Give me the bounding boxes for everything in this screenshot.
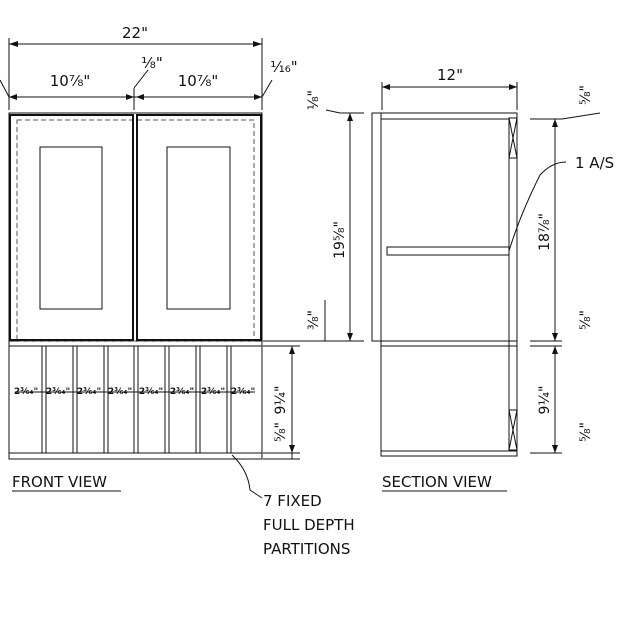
shelf-note: 1 A/S bbox=[508, 154, 614, 252]
lower-height-label: 9¹⁄₄" bbox=[273, 386, 289, 415]
right-door-width-label: 10⁷⁄₈" bbox=[178, 72, 219, 90]
bottom-rail-label: ⁵⁄₈" bbox=[273, 422, 289, 442]
partition-spacing-labels: 2³⁄₆₄" 2³⁄₆₄" 2³⁄₆₄" 2³⁄₆₄" 2³⁄₆₄" 2³⁄₆₄… bbox=[14, 387, 255, 397]
front-view-cabinet bbox=[8, 112, 263, 460]
front-view-title: FRONT VIEW bbox=[12, 473, 107, 491]
section-depth-label: 12" bbox=[437, 66, 463, 84]
shelf-note-label: 1 A/S bbox=[575, 154, 614, 172]
spacing-label-7: 2³⁄₆₄" bbox=[201, 387, 225, 397]
partition-note-line-1: 7 FIXED bbox=[263, 492, 322, 510]
left-door bbox=[9, 114, 134, 341]
top-gap-label: ¹⁄₈" bbox=[306, 90, 322, 110]
section-depth-dimension: 12" bbox=[381, 66, 518, 110]
right-door bbox=[136, 114, 262, 341]
section-middle-thickness-label: ⁵⁄₈" bbox=[578, 310, 594, 330]
center-gap-label: ¹⁄₈" bbox=[141, 54, 162, 72]
section-view-cabinet bbox=[371, 112, 518, 457]
front-overall-width-dimension: 22" bbox=[8, 24, 263, 110]
partition-note-line-3: PARTITIONS bbox=[263, 540, 350, 558]
door-bottom-gap-label: ³⁄₈" bbox=[306, 310, 322, 330]
overall-width-label: 22" bbox=[122, 24, 148, 42]
spacing-label-4: 2³⁄₆₄" bbox=[108, 387, 132, 397]
door-height-label: 19⁵⁄₈" bbox=[332, 221, 348, 259]
spacing-label-8: 2³⁄₆₄" bbox=[231, 387, 255, 397]
section-bottom-thickness-label: ⁵⁄₈" bbox=[578, 422, 594, 442]
spacing-label-2: 2³⁄₆₄" bbox=[46, 387, 70, 397]
section-upper-height-label: 18⁷⁄₈" bbox=[537, 213, 553, 251]
partition-note-line-2: FULL DEPTH bbox=[263, 516, 355, 534]
front-vertical-dimensions: ¹⁄₈" 19⁵⁄₈" ³⁄₈" 9¹⁄₄" ⁵⁄₈" bbox=[263, 90, 364, 460]
side-gap-label: ¹⁄₁₆" bbox=[270, 58, 297, 76]
section-vertical-dimensions: ⁵⁄₈" 18⁷⁄₈" ⁵⁄₈" 9¹⁄₄" ⁵⁄₈" bbox=[530, 85, 601, 454]
front-door-width-dimensions: 10⁷⁄₈" 10⁷⁄₈" ¹⁄₈" ¹⁄₁₆" bbox=[0, 54, 298, 110]
spacing-label-6: 2³⁄₆₄" bbox=[170, 387, 194, 397]
spacing-label-3: 2³⁄₆₄" bbox=[77, 387, 101, 397]
section-lower-height-label: 9¹⁄₄" bbox=[537, 386, 553, 415]
section-view-title: SECTION VIEW bbox=[382, 473, 492, 491]
partitions bbox=[41, 346, 232, 453]
spacing-label-1: 2³⁄₆₄" bbox=[14, 387, 38, 397]
spacing-label-5: 2³⁄₆₄" bbox=[139, 387, 163, 397]
section-top-thickness-label: ⁵⁄₈" bbox=[578, 85, 594, 105]
partition-note: 7 FIXED FULL DEPTH PARTITIONS bbox=[231, 454, 355, 558]
left-door-width-label: 10⁷⁄₈" bbox=[50, 72, 91, 90]
